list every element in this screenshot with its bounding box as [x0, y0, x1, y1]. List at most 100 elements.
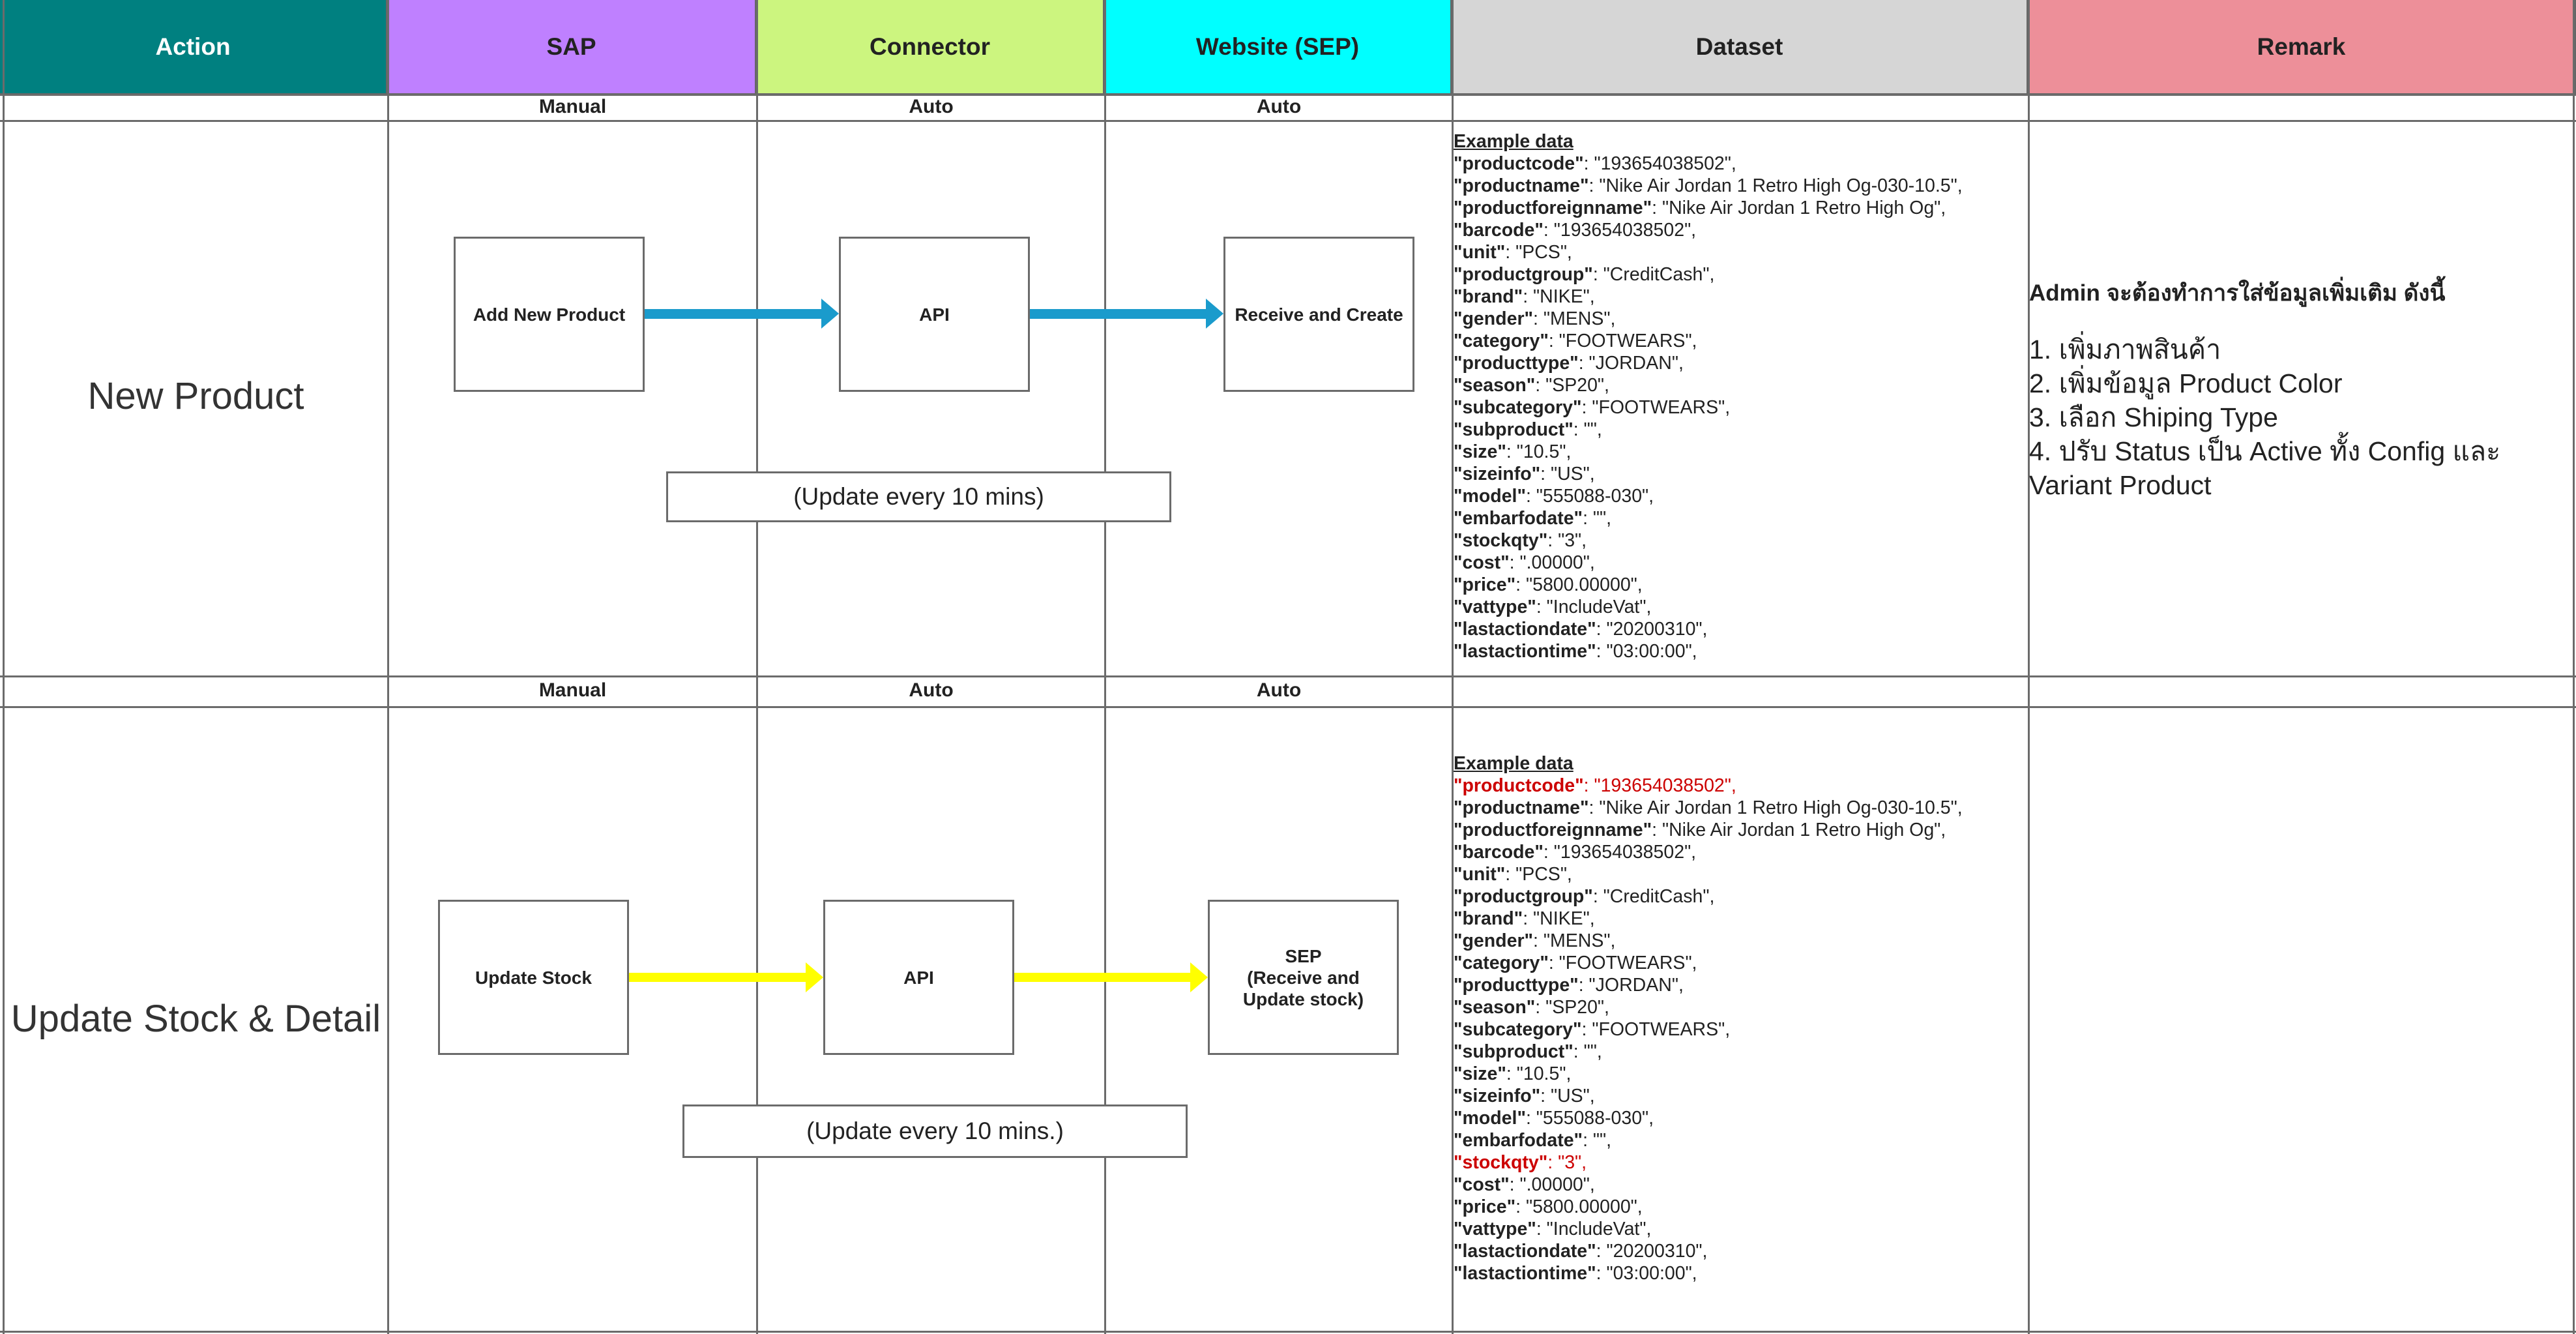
dataset-line: "stockqty": "3", [1454, 529, 1963, 552]
arrow-head-right-icon [1206, 299, 1223, 329]
dataset-line: "sizeinfo": "US", [1454, 463, 1963, 485]
dataset-key: "lastactiontime" [1454, 1263, 1596, 1284]
dataset-key: "unit" [1454, 864, 1506, 885]
dataset-line: "productgroup": "CreditCash", [1454, 263, 1963, 286]
dataset-value: : "US", [1540, 1086, 1595, 1106]
grid-line [387, 0, 389, 1334]
dataset-line: "price": "5800.00000", [1454, 574, 1963, 596]
dataset-value: : "193654038502", [1583, 775, 1736, 796]
update-note: (Update every 10 mins.) [682, 1104, 1188, 1158]
header-website: Website (SEP) [1105, 0, 1452, 95]
dataset-key: "productgroup" [1454, 264, 1593, 285]
dataset-line: "sizeinfo": "US", [1454, 1085, 1963, 1107]
dataset-value: : "", [1583, 508, 1612, 529]
arrow-shaft [629, 973, 809, 982]
dataset-value: : "", [1583, 1130, 1612, 1151]
dataset-key: "lastactiondate" [1454, 1241, 1596, 1262]
dataset-line: "subcategory": "FOOTWEARS", [1454, 396, 1963, 419]
flow-box-sap: Add New Product [454, 237, 645, 392]
dataset-value: : "555088-030", [1525, 1108, 1654, 1129]
dataset-example: Example data "productcode": "19365403850… [1454, 130, 1963, 662]
dataset-key: "embarfodate" [1454, 1130, 1583, 1151]
dataset-line: "gender": "MENS", [1454, 930, 1963, 952]
dataset-key: "vattype" [1454, 1219, 1536, 1239]
dataset-key: "embarfodate" [1454, 508, 1583, 529]
dataset-value: : "NIKE", [1523, 286, 1595, 307]
dataset-value: : "PCS", [1505, 864, 1572, 885]
dataset-line: "subproduct": "", [1454, 419, 1963, 441]
grid-line [2028, 0, 2030, 1334]
dataset-line: "productname": "Nike Air Jordan 1 Retro … [1454, 175, 1963, 197]
action-label: New Product [87, 375, 304, 417]
action-label: Update Stock & Detail [10, 998, 381, 1040]
dataset-key: "size" [1454, 441, 1506, 462]
dataset-key: "season" [1454, 997, 1536, 1018]
arrow-shaft [645, 309, 825, 319]
dataset-line: "season": "SP20", [1454, 996, 1963, 1018]
dataset-line: "barcode": "193654038502", [1454, 841, 1963, 863]
dataset-key: "price" [1454, 1196, 1516, 1217]
dataset-value: : "US", [1540, 464, 1595, 484]
dataset-key: "productname" [1454, 797, 1589, 818]
dataset-key: "category" [1454, 953, 1549, 973]
dataset-key: "subcategory" [1454, 397, 1582, 418]
grid-line [2573, 0, 2575, 1334]
flow-box-website: Receive and Create [1223, 237, 1414, 392]
dataset-value: : "5800.00000", [1515, 574, 1643, 595]
dataset-value: : "Nike Air Jordan 1 Retro High Og", [1652, 820, 1946, 840]
dataset-value: : "MENS", [1533, 930, 1616, 951]
dataset-line: "category": "FOOTWEARS", [1454, 330, 1963, 352]
dataset-key: "size" [1454, 1063, 1506, 1084]
dataset-key: "producttype" [1454, 353, 1579, 374]
dataset-example: Example data "productcode": "19365403850… [1454, 752, 1963, 1284]
dataset-value: : "10.5", [1506, 441, 1572, 462]
dataset-key: "lastactiondate" [1454, 619, 1596, 640]
dataset-value: : "03:00:00", [1596, 641, 1697, 662]
dataset-value: : "FOOTWEARS", [1548, 953, 1697, 973]
grid-line [0, 94, 2576, 96]
dataset-key: "productgroup" [1454, 886, 1593, 907]
arrow-shaft [1014, 973, 1194, 982]
dataset-line: "lastactiontime": "03:00:00", [1454, 640, 1963, 662]
grid-line [0, 706, 2576, 708]
dataset-line: "embarfodate": "", [1454, 1129, 1963, 1151]
dataset-value: : "PCS", [1505, 242, 1572, 263]
arrow-head-right-icon [1190, 962, 1208, 992]
dataset-key: "sizeinfo" [1454, 464, 1541, 484]
dataset-line: "unit": "PCS", [1454, 241, 1963, 263]
dataset-line: "size": "10.5", [1454, 1063, 1963, 1085]
dataset-value: : "20200310", [1596, 619, 1708, 640]
dataset-line: "productname": "Nike Air Jordan 1 Retro … [1454, 797, 1963, 819]
dataset-key: "category" [1454, 331, 1549, 351]
flow-box-connector: API [823, 900, 1014, 1055]
dataset-key: "productcode" [1454, 775, 1584, 796]
dataset-line: "cost": ".00000", [1454, 552, 1963, 574]
dataset-line: "productforeignname": "Nike Air Jordan 1… [1454, 197, 1963, 219]
remark-item: 1. เพิ่มภาพสินค้า [2029, 334, 2221, 364]
dataset-line: "lastactiondate": "20200310", [1454, 618, 1963, 640]
flow-box-website: SEP (Receive and Update stock) [1208, 900, 1399, 1055]
flow-box-sap: Update Stock [438, 900, 629, 1055]
dataset-line: "productgroup": "CreditCash", [1454, 885, 1963, 908]
dataset-key: "productforeignname" [1454, 198, 1652, 218]
dataset-lines: "productcode": "193654038502","productna… [1454, 153, 1963, 662]
dataset-value: : ".00000", [1509, 1174, 1595, 1195]
dataset-title: Example data [1454, 131, 1573, 152]
dataset-value: : "FOOTWEARS", [1581, 397, 1731, 418]
dataset-value: : ".00000", [1509, 552, 1595, 573]
dataset-key: "barcode" [1454, 220, 1544, 241]
dataset-key: "subproduct" [1454, 1041, 1573, 1062]
dataset-line: "size": "10.5", [1454, 441, 1963, 463]
dataset-key: "brand" [1454, 908, 1523, 929]
dataset-line: "model": "555088-030", [1454, 485, 1963, 507]
dataset-line: "price": "5800.00000", [1454, 1196, 1963, 1218]
mode-label-website: Auto [1256, 679, 1302, 701]
dataset-key: "cost" [1454, 1174, 1510, 1195]
dataset-key: "unit" [1454, 242, 1506, 263]
dataset-value: : "SP20", [1535, 375, 1609, 396]
dataset-value: : "CreditCash", [1592, 886, 1715, 907]
update-note: (Update every 10 mins) [666, 471, 1171, 522]
dataset-value: : "", [1573, 419, 1602, 440]
